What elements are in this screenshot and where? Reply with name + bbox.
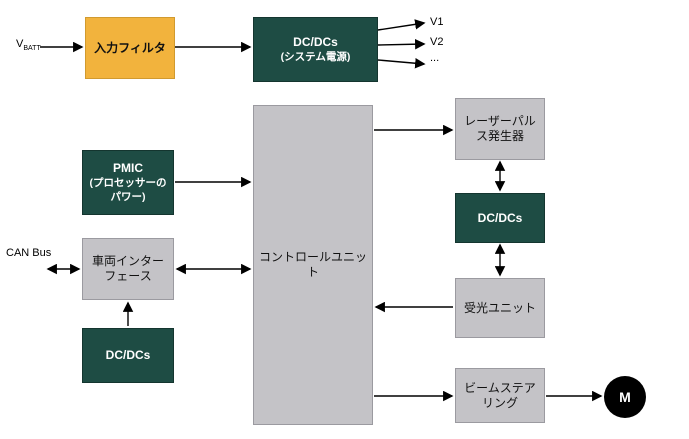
block-pmic-label: PMIC [113,161,143,176]
motor-circle: M [604,376,646,418]
block-vehicle-interface: 車両インターフェース [82,238,174,300]
block-dcdc-system-sublabel: (システム電源) [280,50,351,63]
block-input-filter-label: 入力フィルタ [94,40,166,55]
block-dcdc-system-power: DC/DCs (システム電源) [253,17,378,82]
arrow-dcdc-system-to-vmore [377,57,426,69]
block-receiver-unit-label: 受光ユニット [463,300,536,315]
v2-label: V2 [430,36,444,48]
block-vehicle-interface-label: 車両インターフェース [91,254,164,283]
block-beam-steering: ビームステアリング [455,368,545,423]
block-receiver-unit: 受光ユニット [455,278,545,338]
block-laser-pulse-generator: レーザーパルス発生器 [455,98,545,160]
block-pmic: PMIC (プロセッサーのパワー) [82,150,174,215]
block-dcdc-system-label: DC/DCs [293,34,338,49]
block-input-filter: 入力フィルタ [85,17,175,79]
motor-label: M [619,389,631,405]
block-control-unit-label: コントロールユニット [259,250,368,279]
block-control-unit: コントロールユニット [253,105,373,425]
v1-label: V1 [430,16,444,28]
vbatt-main: V [16,38,24,50]
canbus-label: CAN Bus [6,247,52,259]
vmore-label: ... [430,52,440,64]
block-dcdc-laser: DC/DCs [455,193,545,243]
vbatt-subscript: BATT [23,45,41,53]
block-laser-pulse-generator-label: レーザーパルス発生器 [464,114,536,143]
block-beam-steering-label: ビームステアリング [464,380,536,410]
arrow-dcdc-system-to-v2 [377,38,426,50]
block-dcdc-laser-label: DC/DCs [477,210,523,225]
block-pmic-sublabel: (プロセッサーのパワー) [89,177,167,203]
vbatt-label: VBATT [16,38,41,52]
block-dcdc-vehicle: DC/DCs [82,328,174,383]
arrow-dcdc-system-to-v1 [377,19,426,31]
block-dcdc-vehicle-label: DC/DCs [105,348,151,362]
